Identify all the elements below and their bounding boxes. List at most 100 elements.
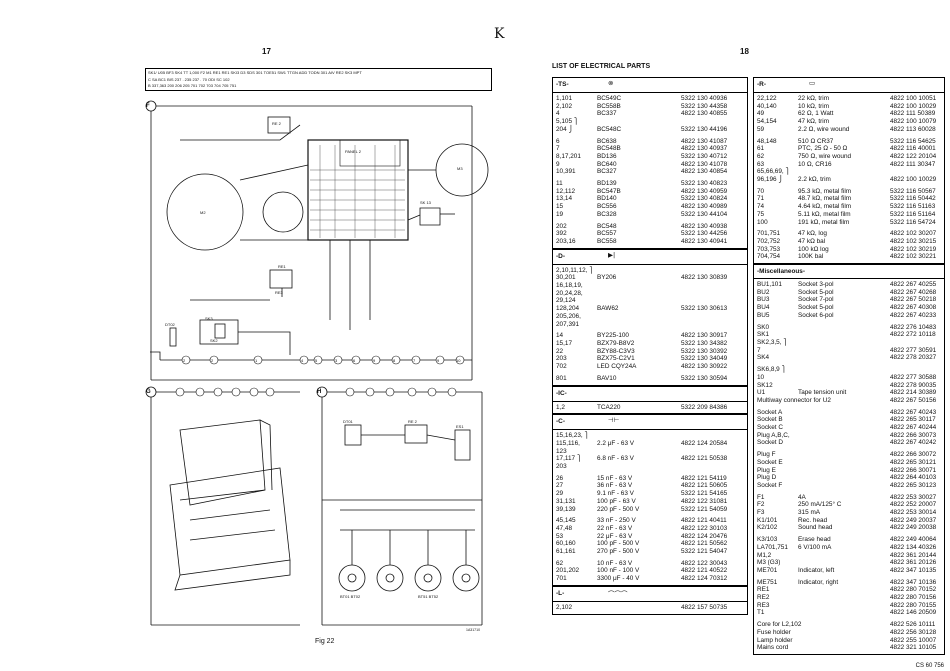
part-type <box>798 552 890 560</box>
part-type <box>798 467 890 475</box>
callout-number: 10 <box>456 358 461 363</box>
part-code: 4822 266 30071 <box>890 466 937 474</box>
part-ref: 75 <box>757 210 765 218</box>
part-ref: BU5 <box>757 311 770 319</box>
part-type <box>798 424 890 432</box>
part-type: BZX79-B8V2 <box>597 339 635 347</box>
part-type: 9.1 nF - 63 V <box>597 490 634 498</box>
part-code: 4822 267 40233 <box>890 311 937 319</box>
component-label: SK3 <box>205 316 213 321</box>
part-type <box>798 482 890 490</box>
part-type <box>597 448 681 456</box>
part-ref: 15 <box>556 203 564 211</box>
part-ref: 60,160 <box>556 540 576 548</box>
part-code: 4822 267 40308 <box>890 304 937 312</box>
part-type <box>597 282 681 290</box>
section-header: -IC- <box>553 387 747 402</box>
component-label: PANEL 2 <box>345 149 362 154</box>
part-type: BC547B <box>597 187 621 195</box>
part-type: 48.7 kΩ, metal film <box>798 195 852 203</box>
part-row: 5,105 ⎫ <box>553 118 747 126</box>
part-ref: Socket F <box>757 481 783 489</box>
part-ref: 204 ⎭ <box>556 125 574 133</box>
part-type <box>798 374 890 382</box>
part-ref: U1 <box>757 389 766 397</box>
part-type <box>597 463 681 471</box>
part-code <box>681 448 747 456</box>
part-row: 203 <box>553 463 747 471</box>
part-code: 5322 130 44104 <box>681 210 728 218</box>
part-code: 5322 121 54165 <box>681 490 728 498</box>
part-type: 6.8 nF - 63 V <box>597 455 634 463</box>
part-type: Socket 6-pol <box>798 311 834 319</box>
part-type: PTC, 25 Ω - 50 Ω <box>798 145 848 153</box>
part-type <box>798 409 890 417</box>
part-ref: 15,16,23, ⎫ <box>556 432 590 440</box>
part-ref: 701 <box>556 575 567 583</box>
part-type <box>798 339 890 347</box>
part-ref: 123 <box>556 447 567 455</box>
part-ref: Multiway connector for U2 <box>757 396 831 404</box>
part-type <box>597 313 681 321</box>
part-code <box>681 463 747 471</box>
section-body: 1,2 TCA220 5322 209 84386 <box>553 402 747 414</box>
part-ref: 13,14 <box>556 195 572 203</box>
part-ref: RE1 <box>757 586 770 594</box>
part-type: 62 Ω, 1 Watt <box>798 110 834 118</box>
part-type: Rec. head <box>798 516 828 524</box>
component-label: ES1 <box>456 424 464 429</box>
part-row: SK6,8,9 ⎫ <box>754 366 944 374</box>
part-ref: RE3 <box>757 601 770 609</box>
part-ref: 702 <box>556 363 567 371</box>
part-ref: 704,754 <box>757 253 781 261</box>
part-code: 5322 130 34382 <box>681 339 728 347</box>
page-number-left: 17 <box>262 47 271 56</box>
component-symbol-icon: ⌒⌒⌒ <box>608 589 628 598</box>
part-code: 4822 361 20144 <box>890 551 937 559</box>
part-type <box>798 366 890 374</box>
part-ref: 1,101 <box>556 95 572 102</box>
part-code: 4822 249 40064 <box>890 536 937 544</box>
part-code: 4822 130 30922 <box>681 363 728 371</box>
part-type: TCA220 <box>597 403 621 411</box>
part-code: 4822 121 50605 <box>681 482 728 490</box>
part-type: BC640 <box>597 160 617 168</box>
part-ref: 9 <box>556 160 560 168</box>
part-code <box>890 168 944 176</box>
part-row: 207,391 <box>553 321 747 329</box>
part-type: 100K bal <box>798 253 824 261</box>
part-ref: K2/102 <box>757 524 778 532</box>
part-code: 5322 209 84386 <box>681 403 728 411</box>
part-ref: 1,2 <box>556 403 565 411</box>
part-code: 4822 130 40989 <box>681 203 728 211</box>
component-label: M2 <box>200 210 206 215</box>
part-row: M3 (G3)4822 361 20126 <box>754 559 944 567</box>
part-type: 4.64 kΩ, metal film <box>798 203 852 211</box>
misc-title: -Miscellaneous- <box>754 265 944 280</box>
part-code: 4822 121 50538 <box>681 455 728 463</box>
part-type: 10 kΩ, trim <box>798 102 830 110</box>
part-code: 4822 130 40959 <box>681 187 728 195</box>
part-code: 4822 100 10029 <box>890 102 937 110</box>
part-code: 5322 130 44196 <box>681 125 728 133</box>
